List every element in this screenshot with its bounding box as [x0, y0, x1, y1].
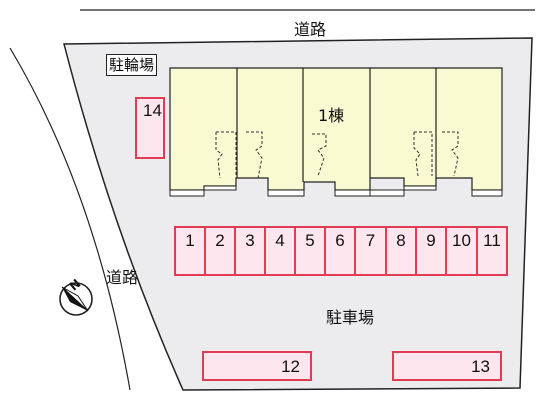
parking-space-4: 4: [264, 226, 296, 276]
parking-space-8: 8: [385, 226, 417, 276]
parking-space-10: 10: [445, 226, 478, 276]
left-road-line: [9, 47, 131, 391]
parking-lot-label: 駐車場: [326, 308, 375, 327]
left-road-label: 道路: [106, 268, 139, 287]
parking-space-number: 4: [275, 231, 285, 250]
parking-space-number: 10: [452, 231, 471, 250]
parking-space-number: 12: [281, 357, 300, 376]
bicycle-parking-label: 駐輪場: [106, 54, 158, 76]
parking-space-13: 13: [392, 351, 502, 381]
building-footprint: [169, 67, 503, 191]
parking-space-9: 9: [415, 226, 447, 276]
parking-space-2: 2: [204, 226, 236, 276]
interior-dashed-lines: [215, 131, 459, 179]
parking-space-7: 7: [354, 226, 387, 276]
entrance-steps: [169, 185, 503, 197]
parking-space-number: 5: [305, 231, 315, 250]
north-compass: [59, 282, 93, 316]
parking-space-number: 11: [483, 231, 501, 250]
parking-space-number: 1: [185, 231, 195, 250]
parking-space-11: 11: [476, 226, 508, 276]
parking-space-number: 14: [143, 101, 162, 120]
parking-space-1: 1: [174, 226, 206, 276]
parking-space-5: 5: [294, 226, 326, 276]
parking-space-number: 7: [365, 231, 376, 250]
parking-space-number: 8: [396, 231, 406, 250]
parking-space-number: 6: [335, 231, 345, 250]
parking-space-number: 13: [471, 357, 490, 376]
unit-dividers: [236, 68, 437, 182]
parking-space-6: 6: [324, 226, 356, 276]
parking-space-number: 3: [245, 231, 255, 250]
parking-space-number: 2: [215, 231, 225, 250]
top-road-label: 道路: [294, 20, 327, 39]
parking-space-14: 14: [135, 97, 165, 159]
parking-space-3: 3: [234, 226, 266, 276]
parking-space-12: 12: [202, 351, 312, 381]
building-label: 1棟: [318, 106, 345, 125]
parking-space-number: 9: [426, 231, 436, 250]
